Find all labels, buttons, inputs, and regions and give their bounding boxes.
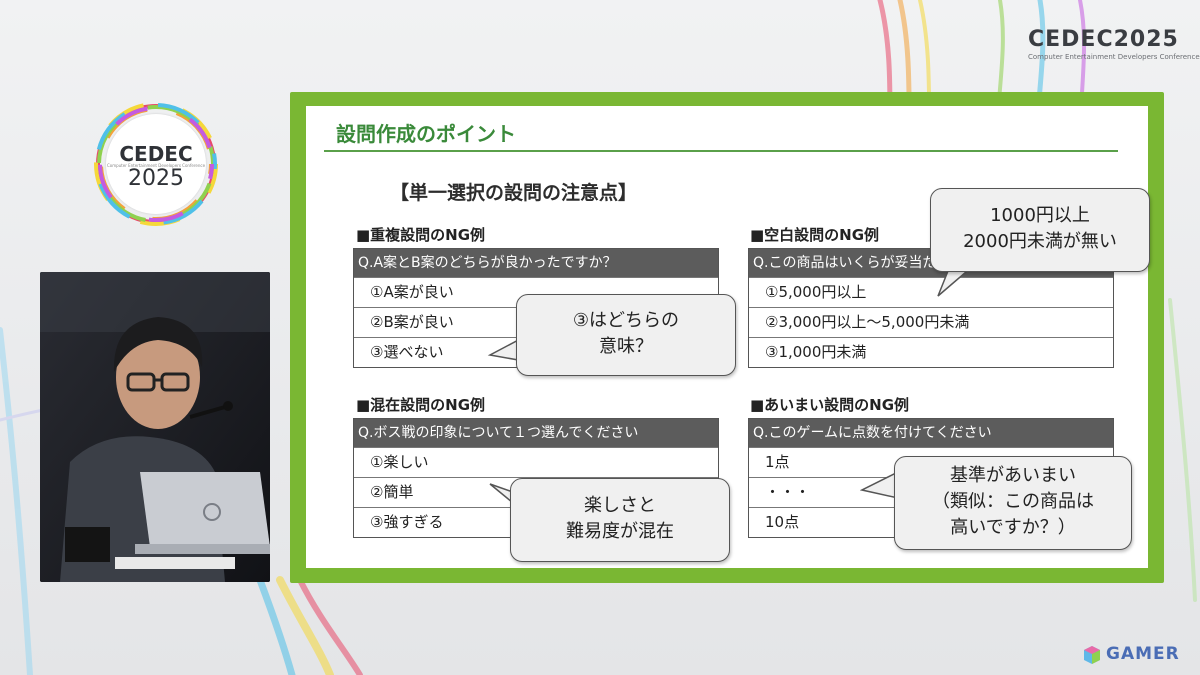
cedec-header-logo-word: CEDEC2025 [1028,27,1179,52]
callout-line: 楽しさと [584,495,656,516]
callout-line: 2000円未満が無い [963,231,1117,252]
speaker-image [40,272,270,582]
callout-line: 難易度が混在 [566,521,674,542]
cedec-round-logo: CEDEC Computer Entertainment Developers … [92,100,220,228]
callout-duplicate: ③はどちらの 意味？ [516,294,736,376]
question-text: Q.ボス戦の印象について１つ選んでください [354,419,718,447]
callout-blank: 1000円以上 2000円未満が無い [930,188,1150,272]
callout-line: ③はどちらの [572,310,680,331]
round-logo-center: CEDEC Computer Entertainment Developers … [106,114,206,214]
callout-ambiguous: 基準があいまい （類似：この商品は 高いですか？） [894,456,1132,550]
option-row: ①5,000円以上 [749,277,1113,307]
rainbow-ring-icon [94,102,218,226]
speaker-video [40,272,270,582]
callout-line: 1000円以上 [990,205,1090,226]
callout-line: 高いですか？） [950,517,1076,538]
question-text: Q.A案とB案のどちらが良かったですか？ [354,249,718,277]
slide-subheading: 【単一選択の設問の注意点】 [390,182,638,204]
title-divider [324,150,1118,152]
gamer-logo-icon [1084,646,1100,664]
option-row: ③1,000円未満 [749,337,1113,367]
option-row: ②簡単 [354,477,718,507]
option-row: ①A案が良い [354,277,718,307]
option-row: 1点 [749,447,1113,477]
slide-title: 設問作成のポイント [336,122,516,146]
section-label-mixed: ■混在設問のNG例 [356,396,486,414]
callout-mixed: 楽しさと 難易度が混在 [510,478,730,562]
cedec-header-logo: CEDEC2025 Computer Entertainment Develop… [1028,27,1200,68]
option-row: ①楽しい [354,447,718,477]
cedec-header-logo-tagline: Computer Entertainment Developers Confer… [1028,53,1200,61]
question-text: Q.このゲームに点数を付けてください [749,419,1113,447]
section-label-ambiguous: ■あいまい設問のNG例 [750,396,910,414]
round-logo-year: 2025 [128,166,184,191]
option-row: ②3,000円以上～5,000円未満 [749,307,1113,337]
callout-line: （類似：この商品は [932,491,1094,512]
round-logo-tagline: Computer Entertainment Developers Confer… [106,163,206,168]
callout-line: 意味？ [599,336,653,357]
section-label-duplicate: ■重複設問のNG例 [356,226,486,244]
callout-line: 基準があいまい [950,465,1076,486]
slide: 設問作成のポイント 【単一選択の設問の注意点】 ■重複設問のNG例 Q.A案とB… [306,106,1150,568]
section-label-blank: ■空白設問のNG例 [750,226,880,244]
gamer-watermark-text: GAMER [1106,644,1180,664]
round-logo-word: CEDEC [119,142,193,166]
